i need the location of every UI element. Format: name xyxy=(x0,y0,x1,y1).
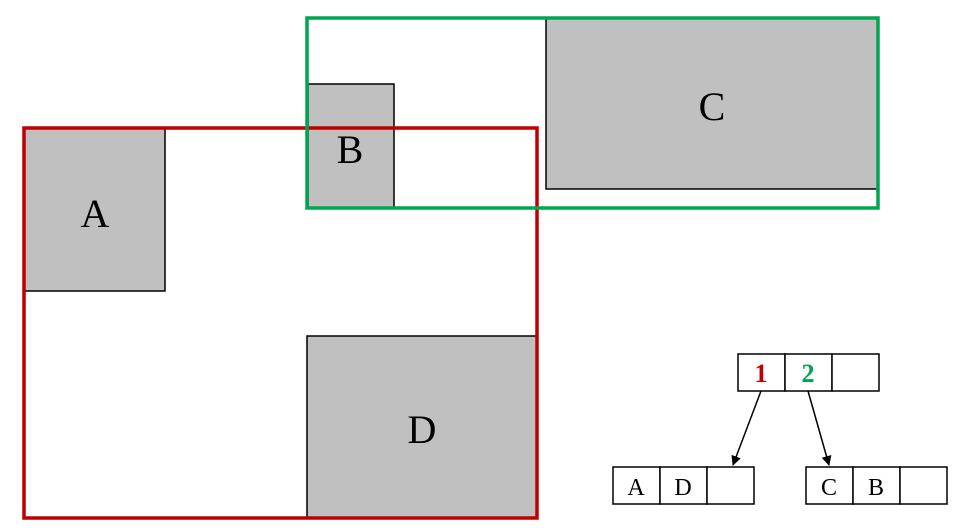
rect-b xyxy=(307,83,395,209)
bounding-box-2 xyxy=(305,16,880,210)
right-leaf-cell-2 xyxy=(852,466,901,505)
right-leaf-cell-3 xyxy=(899,466,948,505)
root-cell-2 xyxy=(784,353,833,392)
left-leaf-entry-1: A xyxy=(627,475,645,501)
bounding-box-1 xyxy=(22,126,539,520)
tree-root-node: 1 2 xyxy=(737,353,880,392)
rect-d xyxy=(306,335,538,519)
rect-b-label: B xyxy=(337,127,364,172)
edge-root-to-left-leaf xyxy=(731,390,762,466)
left-leaf-cell-1 xyxy=(612,466,661,505)
rect-a-label: A xyxy=(81,191,110,236)
left-leaf-cell-3 xyxy=(706,466,755,505)
root-cell-1 xyxy=(737,353,786,392)
left-leaf-entry-2: D xyxy=(674,475,691,501)
tree-left-leaf-node: A D xyxy=(612,466,755,505)
right-leaf-entry-2: B xyxy=(868,475,884,501)
rect-d-label: D xyxy=(408,407,437,452)
tree-right-leaf-node: C B xyxy=(805,466,948,505)
right-leaf-entry-1: C xyxy=(821,475,837,501)
edge-root-to-right-leaf xyxy=(807,390,832,466)
rect-a xyxy=(23,127,166,292)
root-entry-2: 2 xyxy=(802,359,815,388)
rect-c-label: C xyxy=(699,84,726,129)
root-entry-1: 1 xyxy=(755,359,768,388)
root-cell-3 xyxy=(831,353,880,392)
